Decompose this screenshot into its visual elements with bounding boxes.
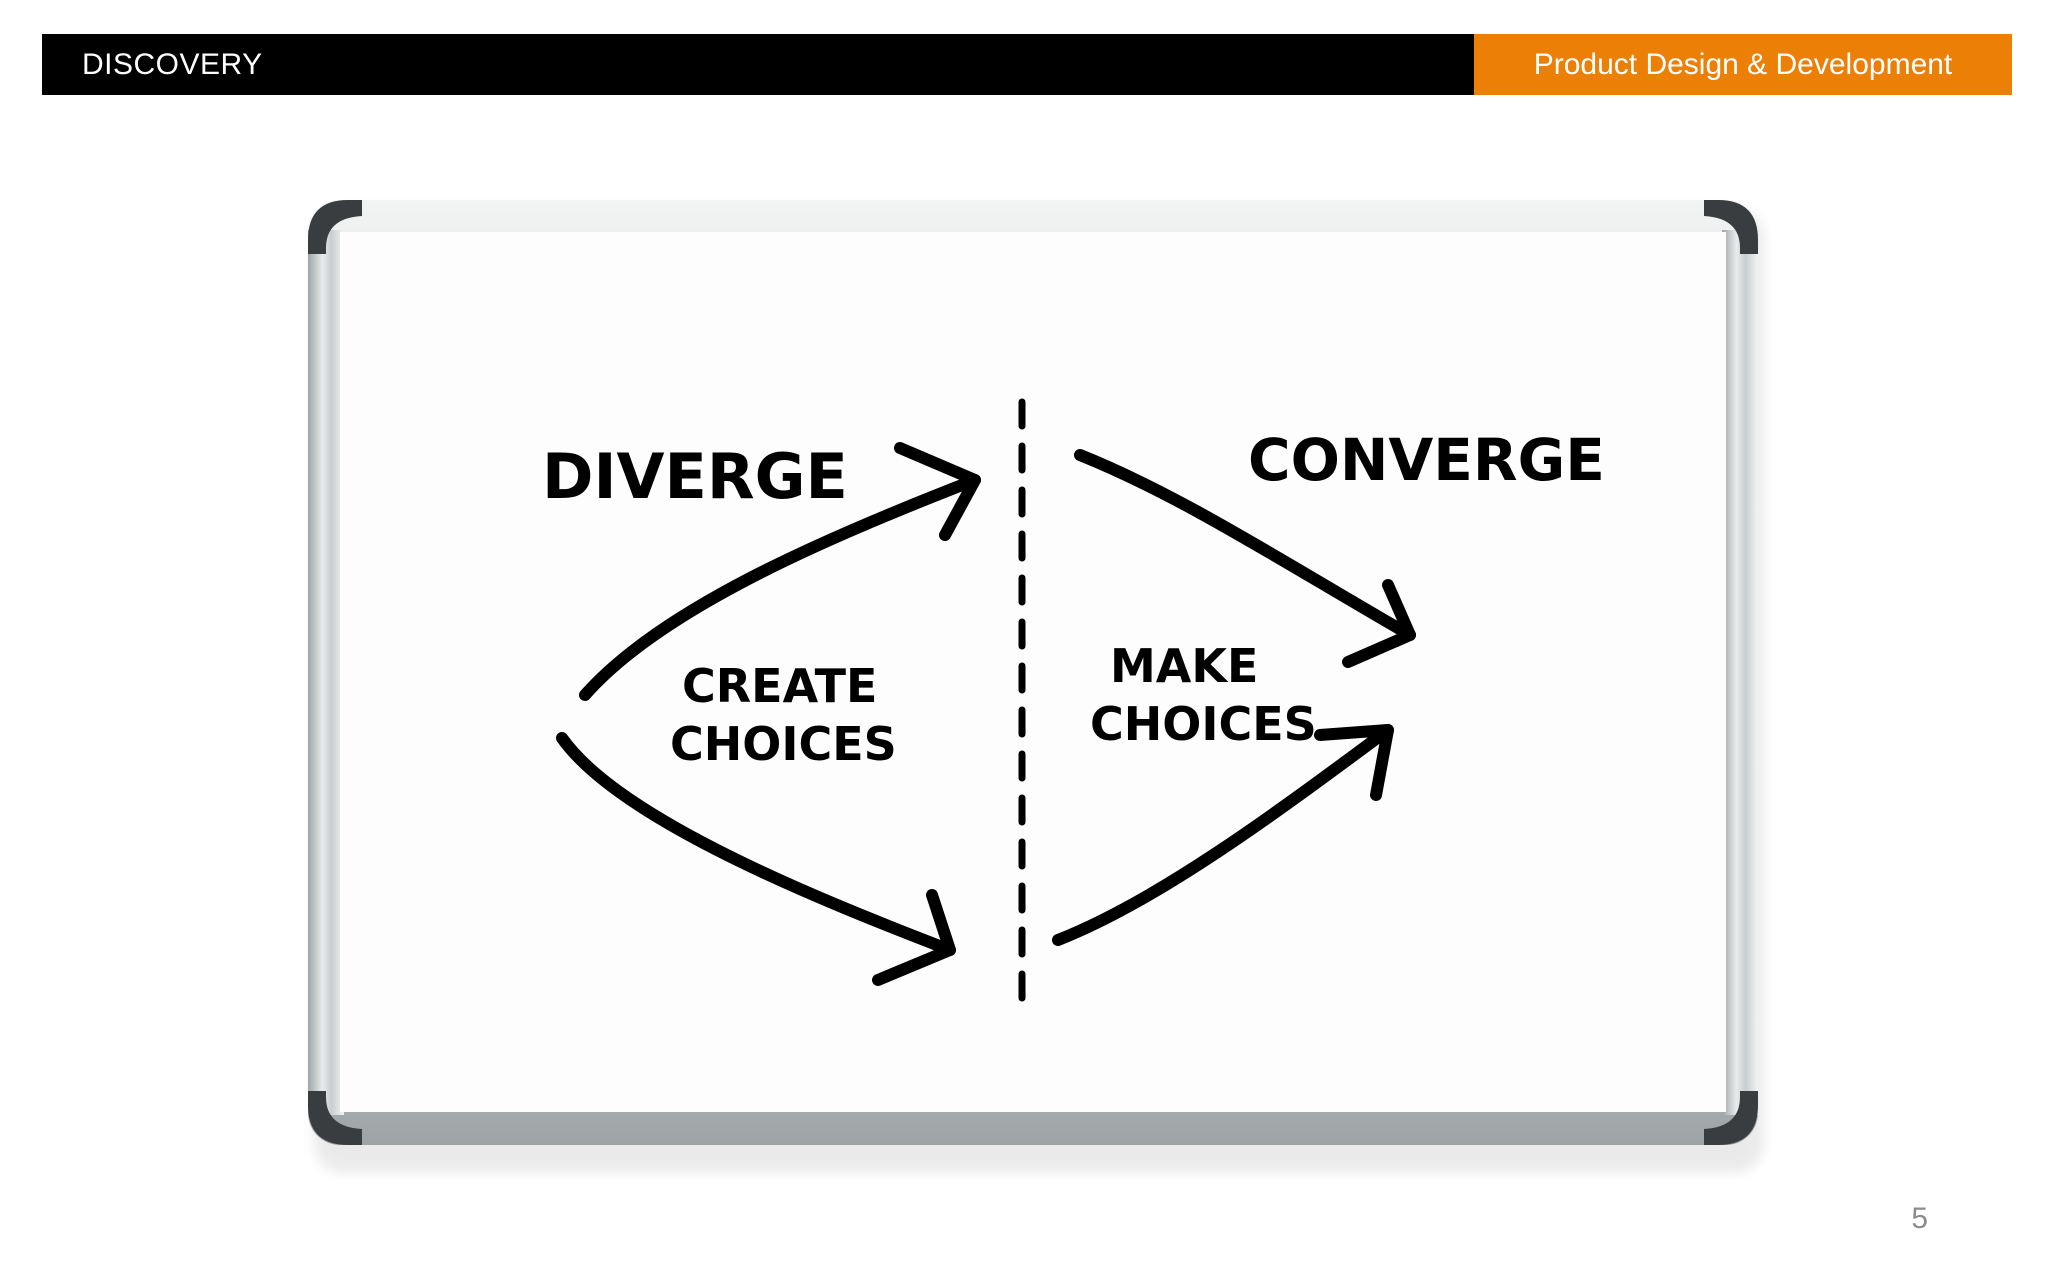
whiteboard: DIVERGE CONVERGE CREATE CHOICES MAKE CHO…	[300, 190, 1775, 1180]
diverge-upper-arrowhead	[894, 442, 981, 541]
section-label: DISCOVERY	[42, 34, 1474, 95]
slide-header: DISCOVERY Product Design & Development	[42, 34, 2012, 95]
page-number: 5	[1911, 1202, 1928, 1235]
diverge-lower-arrowhead	[872, 889, 956, 986]
course-title: Product Design & Development	[1474, 34, 2012, 95]
make-choices-label-line2: CHOICES	[1090, 697, 1317, 751]
frame-corner-cap	[308, 200, 362, 254]
frame-corner-cap	[308, 1091, 362, 1145]
frame-corner-cap	[1704, 1091, 1758, 1145]
whiteboard-frame	[308, 200, 1758, 1145]
diverge-lower-arrow	[556, 732, 956, 956]
converge-lower-arrow	[1052, 724, 1394, 946]
converge-upper-arrow	[1074, 449, 1416, 641]
diverge-label: DIVERGE	[542, 440, 848, 513]
diverge-upper-arrow	[579, 474, 981, 701]
converge-upper-arrowhead	[1342, 579, 1416, 668]
create-choices-label-line1: CREATE	[682, 659, 877, 713]
create-choices-label-line2: CHOICES	[670, 717, 897, 771]
converge-lower-arrowhead	[1314, 724, 1394, 801]
make-choices-label-line1: MAKE	[1110, 639, 1258, 693]
converge-label: CONVERGE	[1248, 426, 1605, 494]
whiteboard-illustration: DIVERGE CONVERGE CREATE CHOICES MAKE CHO…	[308, 200, 1764, 1173]
frame-corner-cap	[1704, 200, 1758, 254]
